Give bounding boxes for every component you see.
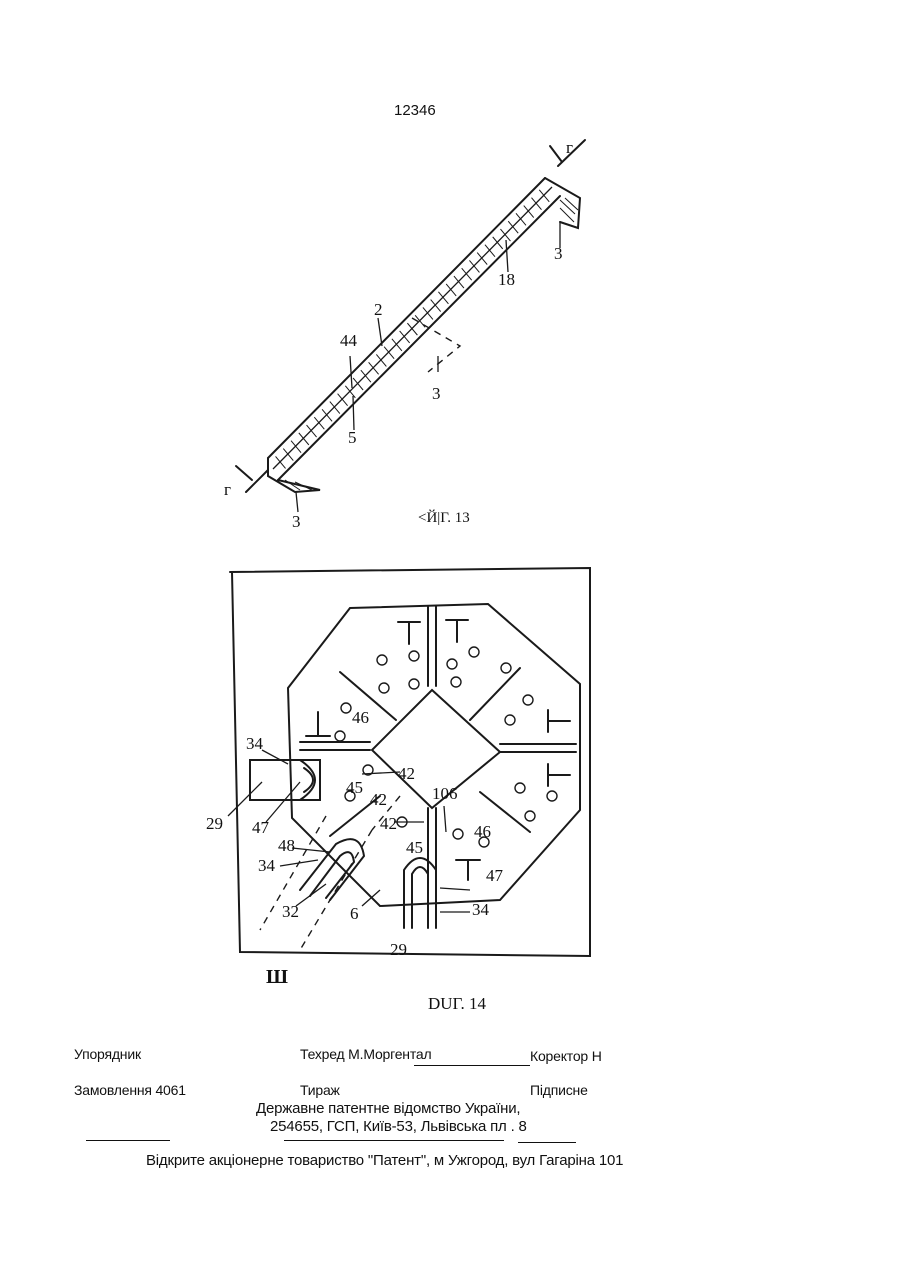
- footer-office-line2: 254655, ГСП, Київ-53, Львівська пл . 8: [270, 1118, 527, 1135]
- footer-techred: Техред М.Моргентал: [300, 1046, 431, 1062]
- fig13-label-2: 2: [374, 300, 383, 320]
- fig13-label-5: 5: [348, 428, 357, 448]
- fig14-label-48: 48: [278, 836, 295, 856]
- bolt-hole: [547, 791, 557, 801]
- fig13-label-44: 44: [340, 331, 357, 351]
- u-bracket-diagonal: [300, 839, 364, 900]
- fig14-caption: DUГ. 14: [428, 994, 486, 1014]
- footer-publisher: Відкрите акціонерне товариство "Патент",…: [146, 1152, 623, 1169]
- fig13-label-18: 18: [498, 270, 515, 290]
- fig14-label-46a: 46: [352, 708, 369, 728]
- figure-13-drawing: [0, 0, 901, 540]
- bolt-hole: [525, 811, 535, 821]
- bolt-hole: [341, 703, 351, 713]
- fig14-label-34b: 34: [258, 856, 275, 876]
- fig14-label-29a: 29: [206, 814, 223, 834]
- bolt-holes: [335, 647, 557, 847]
- fig14-label-42a: 42: [398, 764, 415, 784]
- footer-corrector: Коректор Н: [530, 1048, 602, 1064]
- bolt-hole: [501, 663, 511, 673]
- fig14-label-47b: 47: [486, 866, 503, 886]
- support-block-top: [545, 178, 580, 228]
- fig14-corner-mark: Ш: [266, 966, 288, 989]
- detail-bracket: [412, 318, 460, 372]
- bolt-hole: [515, 783, 525, 793]
- bolt-hole: [469, 647, 479, 657]
- bolt-hole: [453, 829, 463, 839]
- fig14-label-34c: 34: [472, 900, 489, 920]
- fig14-label-29b: 29: [390, 940, 407, 960]
- fig14-label-34a: 34: [246, 734, 263, 754]
- bolt-hole: [409, 679, 419, 689]
- fig14-label-42b: 42: [370, 790, 387, 810]
- fig13-label-3-mid: 3: [432, 384, 441, 404]
- footer-rule-right: [518, 1142, 576, 1143]
- section-arrow-bottom: [236, 466, 268, 492]
- footer-compiler: Упорядник: [74, 1046, 141, 1062]
- footer-line-techred: [414, 1065, 530, 1066]
- fig14-label-45b: 45: [406, 838, 423, 858]
- fig13-label-3-bottom: 3: [292, 512, 301, 532]
- fig14-label-46b: 46: [474, 822, 491, 842]
- sloped-plate: [268, 178, 560, 480]
- t-profile-top: [398, 606, 468, 686]
- footer-rule-center: [284, 1140, 504, 1141]
- footer-order: Замовлення 4061: [74, 1082, 186, 1098]
- u-bracket-left: [250, 760, 320, 800]
- bolt-hole: [409, 651, 419, 661]
- bolt-hole: [505, 715, 515, 725]
- u-bracket-bottom: [404, 858, 436, 928]
- bolt-hole: [523, 695, 533, 705]
- fig14-label-32: 32: [282, 902, 299, 922]
- fig14-label-42c: 42: [380, 814, 397, 834]
- fig14-label-45a: 45: [346, 778, 363, 798]
- fig14-label-106: 106: [432, 784, 458, 804]
- footer-circulation: Тираж: [300, 1082, 340, 1098]
- fig14-label-47a: 47: [252, 818, 269, 838]
- bolt-hole: [335, 731, 345, 741]
- bolt-hole: [447, 659, 457, 669]
- bolt-hole: [377, 655, 387, 665]
- fig13-caption: <Й|Г. 13: [418, 510, 470, 527]
- bolt-hole: [379, 683, 389, 693]
- footer-office-line1: Державне патентне відомство України,: [256, 1100, 520, 1117]
- fig13-label-3-top: 3: [554, 244, 563, 264]
- fig14-label-6: 6: [350, 904, 359, 924]
- fig13-label-g-top: г: [566, 138, 573, 158]
- footer-rule-left: [86, 1140, 170, 1141]
- octagon-plate: [288, 604, 580, 906]
- fig13-label-g-bottom: г: [224, 480, 231, 500]
- footer-subscription: Підписне: [530, 1082, 588, 1098]
- bolt-hole: [451, 677, 461, 687]
